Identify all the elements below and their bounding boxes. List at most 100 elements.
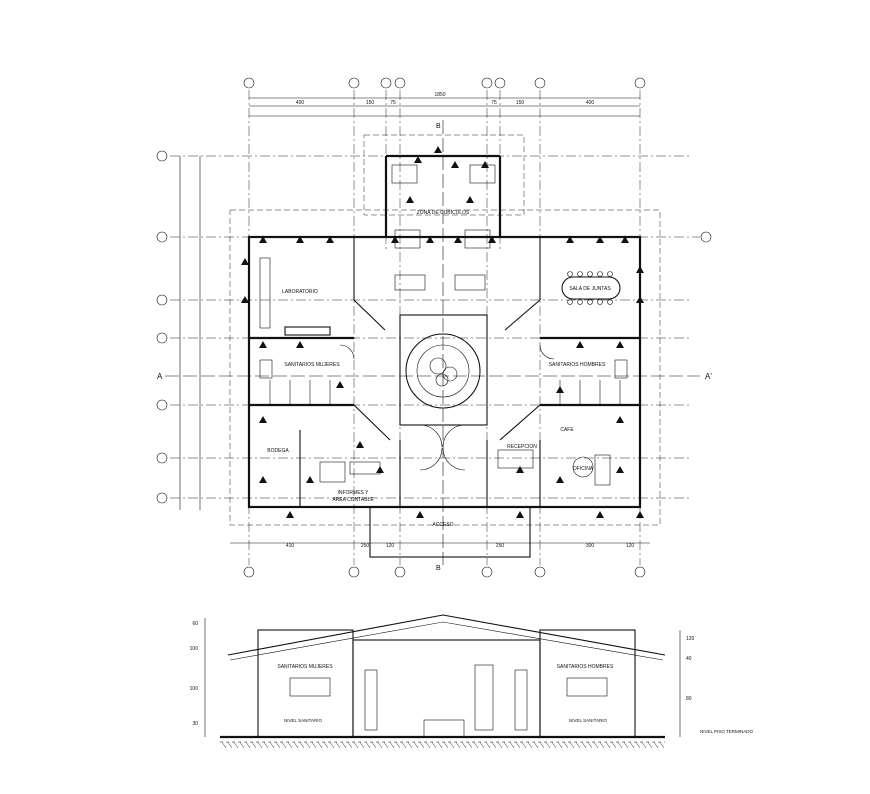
hatch-line — [557, 741, 563, 749]
hatch-line — [647, 741, 653, 749]
room-label-sala-juntas: SALA DE JUNTAS — [569, 286, 611, 292]
hatch-line — [539, 741, 545, 749]
hatch-line — [281, 741, 287, 749]
section-nivel-left: NIVEL SANITARIO — [284, 718, 323, 723]
hatch-line — [257, 741, 263, 749]
hatch-line — [377, 741, 383, 749]
hatch-line — [527, 741, 533, 749]
section-label-a: A — [157, 372, 163, 381]
hatch-line — [551, 741, 557, 749]
hatch-line — [305, 741, 311, 749]
section-left-dim: 100 — [190, 686, 199, 692]
level-marker-icon — [376, 466, 384, 473]
level-marker-icon — [616, 341, 624, 348]
room-label-cafe: CAFE — [560, 427, 574, 433]
level-marker-icon — [481, 161, 489, 168]
hatch-line — [509, 741, 515, 749]
level-marker-icon — [434, 146, 442, 153]
level-markers — [241, 146, 644, 518]
hatch-line — [521, 741, 527, 749]
hatch-line — [365, 741, 371, 749]
hatch-line — [491, 741, 497, 749]
hatch-line — [653, 741, 659, 749]
hatch-line — [569, 741, 575, 749]
hatch-line — [581, 741, 587, 749]
lab-counter — [259, 257, 331, 336]
section-right-dim: 40 — [686, 656, 692, 662]
hatch-line — [353, 741, 359, 749]
hatch-line — [251, 741, 257, 749]
level-marker-icon — [636, 296, 644, 303]
hatch-line — [467, 741, 473, 749]
hatch-line — [431, 741, 437, 749]
room-label-sanitarios-hombres: SANITARIOS HOMBRES — [549, 362, 606, 368]
level-marker-icon — [454, 236, 462, 243]
hatch-line — [395, 741, 401, 749]
hatch-line — [317, 741, 323, 749]
level-marker-icon — [621, 236, 629, 243]
hatch-line — [503, 741, 509, 749]
bottom-dimension-lines: 410 250 120 250 300 120 — [230, 542, 650, 549]
hatch-line — [329, 741, 335, 749]
top-dim: 400 — [586, 100, 595, 106]
section-label-sanitarios-hombres: SANITARIOS HOMBRES — [557, 664, 614, 670]
section-cut-markers: A A' B B — [157, 120, 712, 572]
level-marker-icon — [286, 511, 294, 518]
hatch-line — [359, 741, 365, 749]
hatch-line — [227, 741, 233, 749]
top-dimension-lines: 1850 400 150 75 75 150 400 — [249, 92, 640, 117]
hatch-line — [299, 741, 305, 749]
hatch-line — [245, 741, 251, 749]
room-label-sanitarios-mujeres: SANITARIOS MUJERES — [284, 362, 340, 368]
level-marker-icon — [576, 341, 584, 348]
top-dim: 150 — [516, 100, 525, 106]
hatch-line — [443, 741, 449, 749]
hatch-line — [485, 741, 491, 749]
top-dim: 400 — [296, 100, 305, 106]
bottom-dim: 120 — [386, 543, 395, 549]
level-marker-icon — [451, 161, 459, 168]
room-labels: ZONA DE CUBICULOS LABORATORIO SALA DE JU… — [267, 210, 611, 528]
level-marker-icon — [596, 236, 604, 243]
hatch-line — [611, 741, 617, 749]
hatch-line — [419, 741, 425, 749]
hatch-line — [455, 741, 461, 749]
top-dim: 75 — [491, 100, 497, 106]
hatch-line — [497, 741, 503, 749]
hatch-line — [311, 741, 317, 749]
section-label-b-bottom: B — [436, 565, 441, 572]
room-label-laboratorio: LABORATORIO — [282, 289, 318, 295]
hatch-line — [269, 741, 275, 749]
hatch-line — [221, 741, 227, 749]
bottom-dim: 410 — [286, 543, 295, 549]
level-marker-icon — [516, 466, 524, 473]
section-left-dim: 30 — [192, 721, 198, 727]
hatch-line — [479, 741, 485, 749]
section-left-dim: 100 — [190, 646, 199, 652]
hatch-line — [263, 741, 269, 749]
level-marker-icon — [516, 511, 524, 518]
hatch-line — [587, 741, 593, 749]
top-total-dim: 1850 — [434, 92, 445, 98]
level-marker-icon — [616, 466, 624, 473]
level-marker-icon — [356, 441, 364, 448]
hatch-line — [383, 741, 389, 749]
hatch-line — [659, 741, 665, 749]
top-dim: 150 — [366, 100, 375, 106]
column-grid-bubbles-bottom — [243, 566, 646, 578]
left-dimension-lines — [179, 156, 201, 510]
hatch-line — [515, 741, 521, 749]
level-marker-icon — [259, 341, 267, 348]
section-right-dim: 80 — [686, 696, 692, 702]
level-marker-icon — [259, 476, 267, 483]
room-label-informes: INFORMES Y — [337, 490, 369, 496]
hatch-line — [233, 741, 239, 749]
hatch-line — [287, 741, 293, 749]
bottom-dim: 300 — [586, 543, 595, 549]
hatch-line — [623, 741, 629, 749]
level-marker-icon — [306, 476, 314, 483]
hatch-line — [533, 741, 539, 749]
hatch-line — [335, 741, 341, 749]
section-label-sanitarios-mujeres: SANITARIOS MUJERES — [277, 664, 333, 670]
